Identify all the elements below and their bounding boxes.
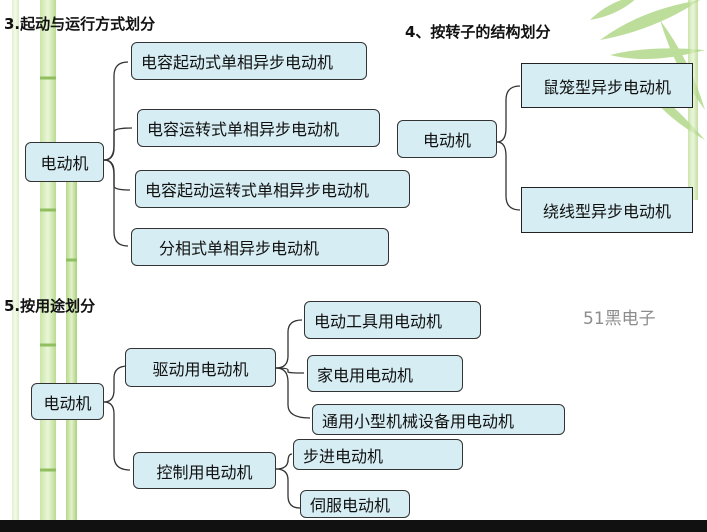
s3-root-motor: 电动机 — [25, 142, 104, 182]
bottom-border-bar — [0, 520, 707, 532]
s3-item-capacitor-start-run: 电容起动运转式单相异步电动机 — [135, 170, 410, 208]
s4-item-wound-rotor: 绕线型异步电动机 — [521, 187, 693, 233]
s3-item-split-phase: 分相式单相异步电动机 — [131, 228, 389, 266]
bamboo-stalk — [688, 0, 698, 200]
s5-drive-motor: 驱动用电动机 — [125, 348, 276, 387]
s4-item-squirrel-cage: 鼠笼型异步电动机 — [521, 63, 693, 108]
s5-drive-item-power-tool: 电动工具用电动机 — [304, 301, 481, 339]
heading-section-3: 3.起动与运行方式划分 — [4, 15, 156, 33]
s5-control-item-servo: 伺服电动机 — [300, 490, 410, 518]
s5-root-motor: 电动机 — [31, 383, 104, 420]
s5-drive-item-appliance: 家电用电动机 — [307, 355, 463, 392]
s3-item-capacitor-start: 电容起动式单相异步电动机 — [131, 42, 367, 80]
heading-section-4: 4、按转子的结构划分 — [405, 23, 551, 41]
s4-root-motor: 电动机 — [397, 120, 497, 158]
bamboo-stalk — [12, 0, 19, 532]
watermark-text: 51黑电子 — [583, 309, 656, 329]
bamboo-stalk — [66, 150, 77, 532]
s5-drive-item-general-machinery: 通用小型机械设备用电动机 — [312, 404, 565, 435]
heading-section-5: 5.按用途划分 — [4, 297, 96, 315]
s5-control-motor: 控制用电动机 — [133, 452, 276, 489]
s5-control-item-stepper: 步进电动机 — [293, 439, 463, 470]
s3-item-capacitor-run: 电容运转式单相异步电动机 — [137, 109, 380, 147]
